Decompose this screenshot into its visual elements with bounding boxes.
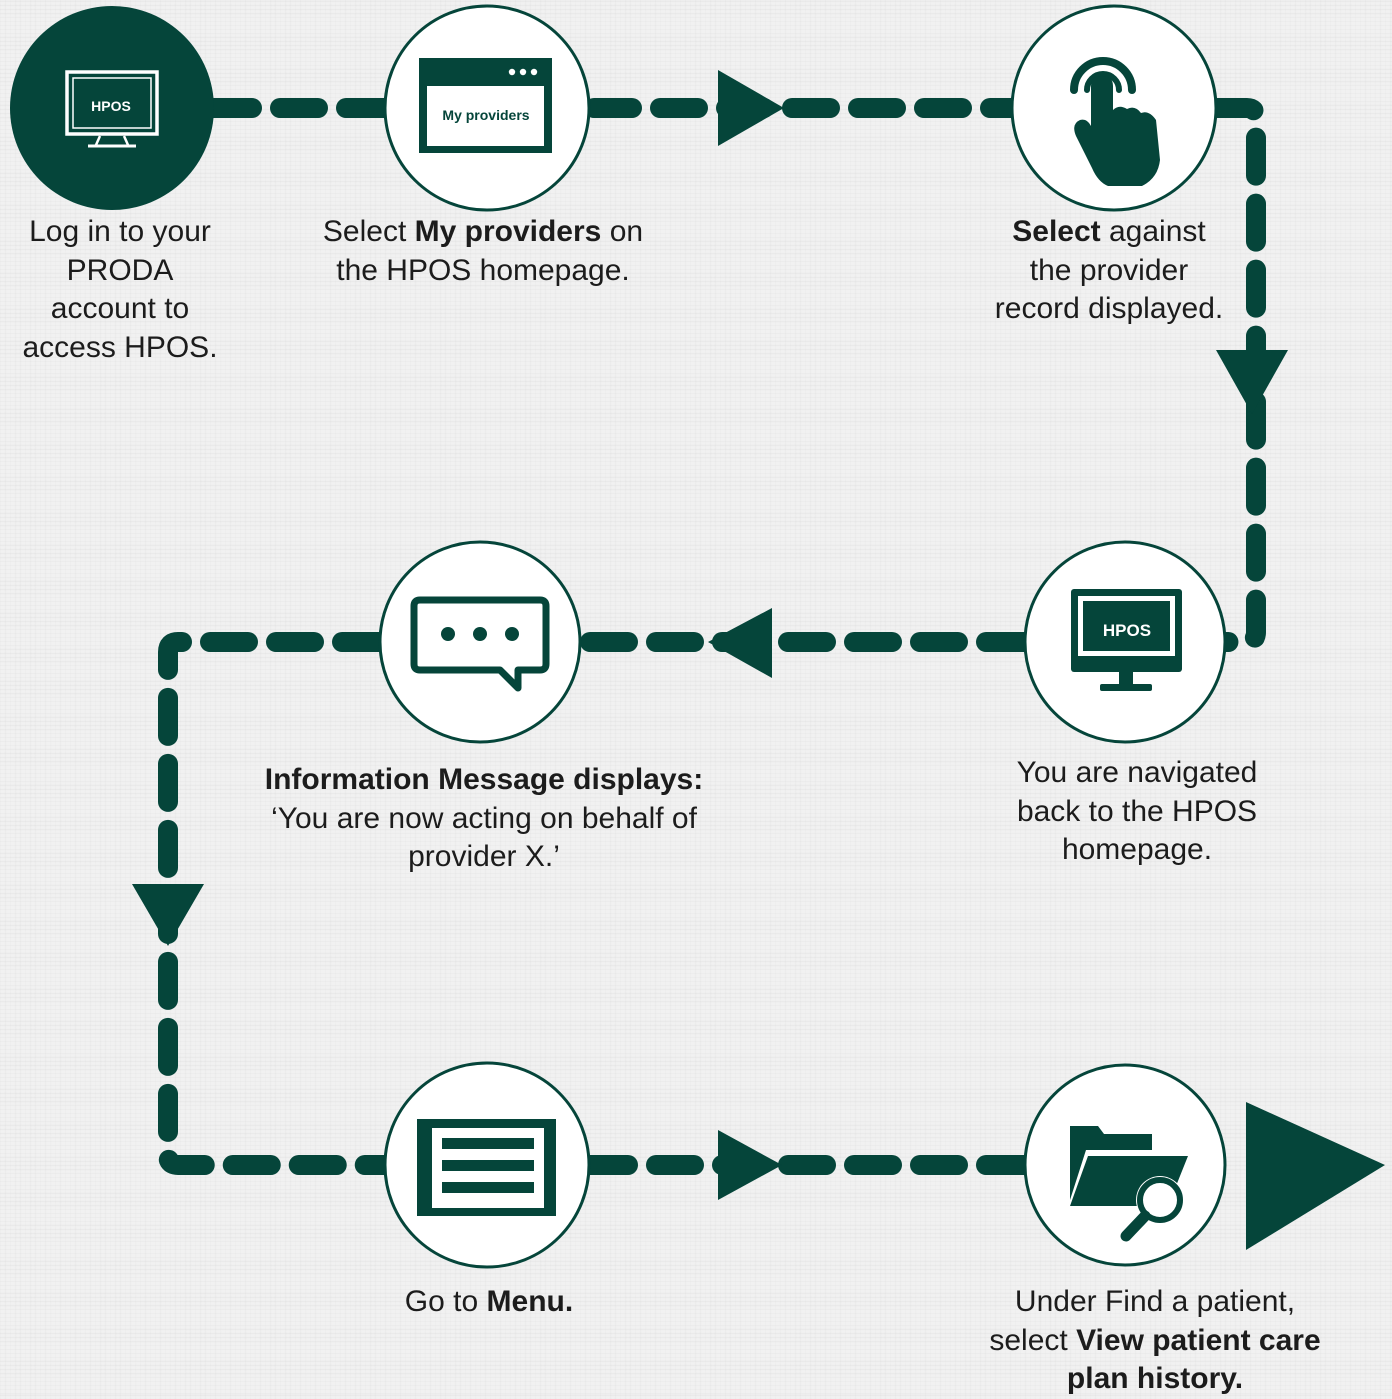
step-6-caption: Go to Menu. bbox=[339, 1283, 639, 1322]
select-emphasis: Select bbox=[1012, 215, 1101, 248]
step-4-caption-line: homepage. bbox=[1061, 833, 1213, 866]
step-1-caption-line: Log in to your bbox=[29, 215, 211, 248]
step-2-node: My providers bbox=[383, 4, 591, 212]
step-4-caption-line: back to the HPOS bbox=[1016, 794, 1258, 828]
step-7-caption: Under Find a patient, select View patien… bbox=[960, 1283, 1350, 1399]
arrow-right-large-icon bbox=[1246, 1102, 1385, 1250]
step-2-caption: Select My providers on the HPOS homepage… bbox=[283, 213, 683, 290]
pointing-hand-icon bbox=[1070, 57, 1160, 186]
arrow-down-icon bbox=[132, 884, 204, 946]
browser-window-label: My providers bbox=[442, 107, 529, 123]
step-7-node bbox=[1023, 1063, 1227, 1267]
folder-search-icon bbox=[1070, 1126, 1188, 1242]
speech-bubble-icon bbox=[410, 596, 550, 692]
step-3-caption: Select against the provider record displ… bbox=[960, 213, 1258, 329]
step-4-caption-line: You are navigated bbox=[1016, 756, 1258, 789]
step-5-node bbox=[378, 540, 582, 744]
step-5-caption-line: ‘You are now acting on behalf of bbox=[271, 801, 697, 835]
step-7-caption-line-1: Under Find a patient, bbox=[1014, 1285, 1296, 1318]
arrow-right-icon bbox=[718, 1130, 782, 1200]
monitor-screen-label: HPOS bbox=[91, 98, 131, 114]
menu-list-icon bbox=[417, 1119, 556, 1216]
step-2-caption-line-1: Select My providers on bbox=[322, 215, 644, 248]
monitor-icon bbox=[1071, 589, 1182, 691]
arrow-right-icon bbox=[718, 70, 784, 146]
step-6-caption-line: Go to Menu. bbox=[404, 1285, 574, 1318]
step-3-caption-line-1: Select against bbox=[1012, 215, 1206, 248]
monitor-screen-label: HPOS bbox=[1103, 621, 1151, 640]
step-1-caption-line: PRODA bbox=[66, 253, 174, 287]
monitor-icon bbox=[65, 70, 159, 148]
step-1-caption-line: access HPOS. bbox=[22, 330, 218, 364]
step-3-caption-line-2: the provider bbox=[1029, 253, 1189, 287]
step-7-caption-line-2: select View patient care bbox=[989, 1323, 1321, 1357]
arrow-down-icon bbox=[1216, 350, 1288, 414]
step-1-caption: Log in to your PRODA account to access H… bbox=[0, 213, 240, 367]
arrow-left-icon bbox=[708, 608, 772, 678]
step-3-caption-line-3: record displayed. bbox=[994, 292, 1224, 325]
connector-5-6 bbox=[158, 632, 394, 1175]
step-5-caption-heading: Information Message displays: bbox=[264, 763, 704, 796]
my-providers-emphasis: My providers bbox=[414, 215, 602, 248]
menu-emphasis: Menu. bbox=[486, 1285, 574, 1318]
step-6-node bbox=[383, 1061, 591, 1269]
step-5-caption: Information Message displays: ‘You are n… bbox=[224, 761, 744, 877]
step-1-caption-line: account to bbox=[50, 292, 190, 325]
step-4-caption: You are navigated back to the HPOS homep… bbox=[967, 754, 1307, 870]
browser-window-icon bbox=[419, 58, 552, 153]
step-7-caption-line-3: plan history. bbox=[1066, 1362, 1244, 1395]
step-2-caption-line-2: the HPOS homepage. bbox=[336, 253, 630, 287]
step-3-node bbox=[1010, 4, 1218, 212]
step-4-node: HPOS bbox=[1023, 540, 1227, 744]
view-care-plan-emphasis: View patient care bbox=[1076, 1323, 1321, 1357]
step-1-node: HPOS bbox=[10, 6, 214, 210]
step-5-caption-line: provider X.’ bbox=[408, 840, 560, 873]
